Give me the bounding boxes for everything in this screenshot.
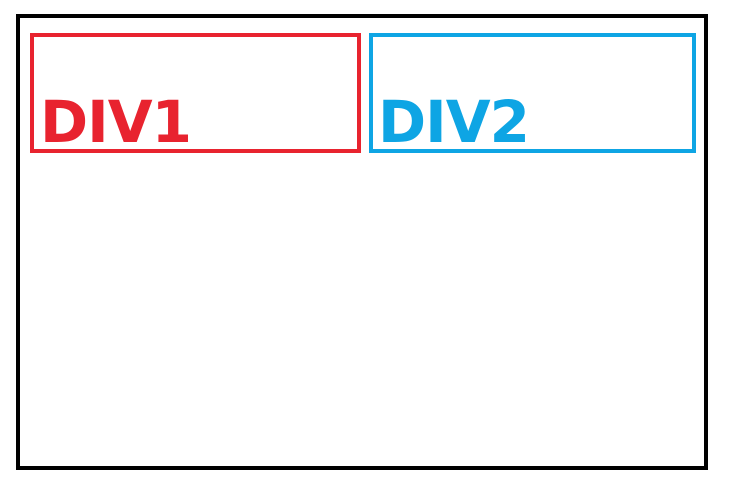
div2-label: DIV2 bbox=[378, 88, 530, 156]
div1-label: DIV1 bbox=[40, 88, 192, 156]
div2-box: DIV2 bbox=[369, 33, 696, 153]
outer-container-box: DIV1 DIV2 bbox=[16, 14, 708, 470]
div1-box: DIV1 bbox=[30, 33, 361, 153]
